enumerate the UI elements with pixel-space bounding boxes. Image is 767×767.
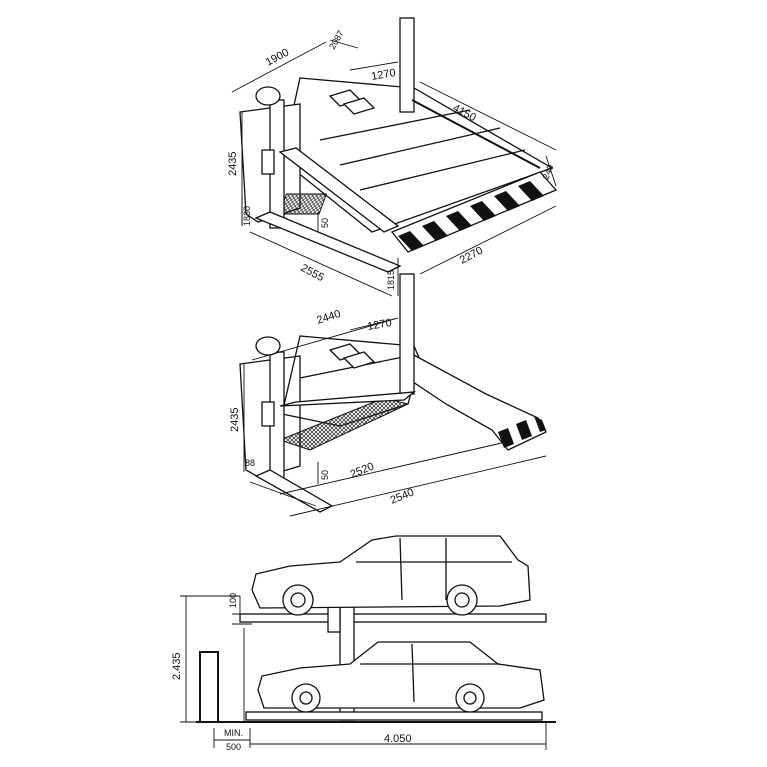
upper-car-icon <box>251 535 531 616</box>
top-rear-column <box>399 17 415 113</box>
middle-dim-2440: 2440 <box>315 308 342 327</box>
top-base-rail <box>254 211 402 273</box>
top-dim-1270: 1270 <box>370 67 396 83</box>
top-dim-2555: 2555 <box>299 262 326 284</box>
side-dim-min-value: 500 <box>226 742 241 752</box>
top-dim-1815: 1815 <box>386 270 396 290</box>
side-upper-platform <box>239 613 547 623</box>
top-mesh-plate <box>278 193 328 215</box>
top-lift-drawing: 1900 2087 1270 4150 2435 1830 50 2555 18… <box>227 17 558 297</box>
top-control-box <box>255 86 281 106</box>
top-dim-1900: 1900 <box>264 47 291 69</box>
side-dim-100: 100 <box>228 593 238 608</box>
side-dim-4050: 4.050 <box>384 733 412 745</box>
lower-car-icon <box>257 641 545 713</box>
top-dim-2087: 2087 <box>327 29 346 51</box>
side-view-drawing: 100 2.435 MIN. 500 4.050 <box>171 535 556 752</box>
top-dim-2270: 2270 <box>458 245 485 267</box>
middle-dim-2435: 2435 <box>229 408 241 432</box>
top-dim-50: 50 <box>320 218 330 228</box>
top-dim-1830: 1830 <box>242 206 252 226</box>
side-dim-2435: 2.435 <box>171 652 183 680</box>
middle-dim-50: 50 <box>320 470 330 480</box>
top-dim-2435: 2435 <box>227 152 239 176</box>
middle-rear-column <box>399 273 415 395</box>
middle-ramp <box>409 352 547 451</box>
middle-lift-drawing: 2440 1270 2435 88 50 2520 2540 <box>229 273 547 517</box>
middle-dim-2540: 2540 <box>389 486 416 506</box>
middle-dim-88: 88 <box>245 458 255 468</box>
side-lower-platform <box>245 711 543 721</box>
middle-ramp-warning-stripes <box>498 416 546 448</box>
middle-dim-2520: 2520 <box>349 460 376 480</box>
middle-control-box <box>255 336 281 356</box>
side-dim-min-label: MIN. <box>224 728 243 738</box>
middle-dim-1270: 1270 <box>366 317 392 333</box>
top-ramp-warning-stripes <box>390 171 558 253</box>
